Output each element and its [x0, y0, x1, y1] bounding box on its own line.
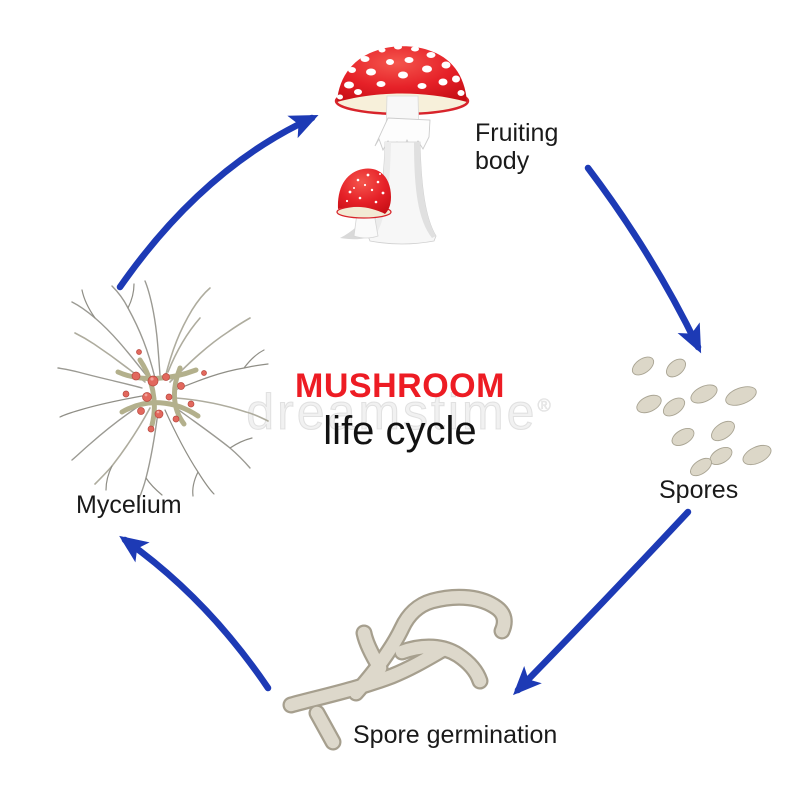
registered-mark: ®	[537, 395, 554, 416]
title-line-1: MUSHROOM	[295, 367, 505, 405]
fruiting-body-label: Fruiting body	[475, 119, 559, 176]
diagram-title: MUSHROOM life cycle	[0, 367, 800, 453]
spore-germination-illustration	[282, 588, 513, 751]
title-line-2: life cycle	[323, 408, 477, 453]
arrow-spore-germination-to-mycelium	[119, 535, 272, 692]
watermark-text: dreamstime®	[246, 384, 554, 441]
mycelium-label: Mycelium	[76, 491, 182, 519]
spore-germination-label: Spore germination	[353, 721, 558, 749]
arrow-fruiting-body-to-spores	[584, 164, 702, 354]
spores-label: Spores	[659, 476, 739, 504]
mycelium-illustration	[57, 280, 269, 502]
fruiting-body-illustration	[334, 44, 470, 245]
arrow-mycelium-to-fruiting-body	[116, 114, 319, 291]
spores-illustration	[631, 356, 772, 477]
arrow-spores-to-spore-germination	[513, 508, 692, 696]
